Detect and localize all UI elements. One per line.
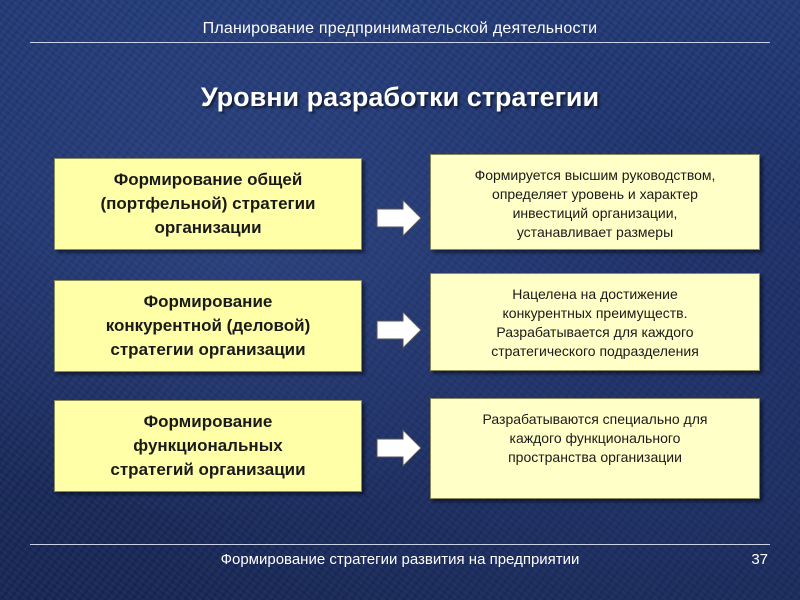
footer-text: Формирование стратегии развития на предп… <box>220 551 580 568</box>
left-box-text: Формирование функциональных стратегий ор… <box>110 410 305 482</box>
text-line: Формирование <box>143 292 273 311</box>
header-title: Планирование предпринимательской деятель… <box>202 20 598 37</box>
text-line: каждого функционального <box>509 430 681 446</box>
left-box-text: Формирование конкурентной (деловой) стра… <box>106 290 311 362</box>
text-line: стратегий организации <box>110 460 306 479</box>
text-line: конкурентной (деловой) <box>105 316 311 335</box>
text-line: Нацелена на достижение <box>512 286 678 302</box>
left-box-portfolio-strategy: Формирование общей (портфельной) стратег… <box>54 158 362 250</box>
slide-title: Уровни разработки стратегии <box>200 82 600 112</box>
right-box-functional-description: Разрабатываются специально для каждого ф… <box>430 398 760 499</box>
text-line: Формируется высшим руководством, <box>474 167 716 183</box>
right-box-business-description: Нацелена на достижение конкурентных преи… <box>430 273 760 371</box>
text-line: Разрабатывается для каждого <box>496 324 694 340</box>
right-box-text: Разрабатываются специально для каждого ф… <box>483 410 708 498</box>
right-box-portfolio-description: Формируется высшим руководством, определ… <box>430 154 760 250</box>
right-arrow-icon <box>376 429 422 467</box>
text-line: конкурентных преимуществ. <box>502 305 688 321</box>
right-box-text: Формируется высшим руководством, определ… <box>475 166 716 249</box>
text-line: устанавливает размеры <box>516 224 674 240</box>
text-line: инвестиций организации, <box>512 205 678 221</box>
text-line: Разрабатываются специально для <box>482 411 708 427</box>
right-arrow-icon <box>376 199 422 237</box>
text-line: Формирование <box>143 412 273 431</box>
text-line: организации <box>154 218 262 237</box>
text-line: стратегического подразделения <box>491 343 699 359</box>
right-box-text: Нацелена на достижение конкурентных преи… <box>491 285 699 370</box>
page-number: 37 <box>751 551 768 568</box>
text-line: пространства организации <box>508 449 682 465</box>
right-arrow-icon <box>376 311 422 349</box>
text-line: стратегии организации <box>110 340 306 359</box>
footer-rule <box>30 544 770 545</box>
left-box-functional-strategies: Формирование функциональных стратегий ор… <box>54 400 362 492</box>
header-rule <box>30 42 770 43</box>
left-box-text: Формирование общей (портфельной) стратег… <box>100 168 315 240</box>
text-line: (портфельной) стратегии <box>100 194 316 213</box>
text-line: определяет уровень и характер <box>492 186 698 202</box>
text-line: Формирование общей <box>113 170 303 189</box>
left-box-business-strategy: Формирование конкурентной (деловой) стра… <box>54 280 362 372</box>
text-line: функциональных <box>133 436 283 455</box>
